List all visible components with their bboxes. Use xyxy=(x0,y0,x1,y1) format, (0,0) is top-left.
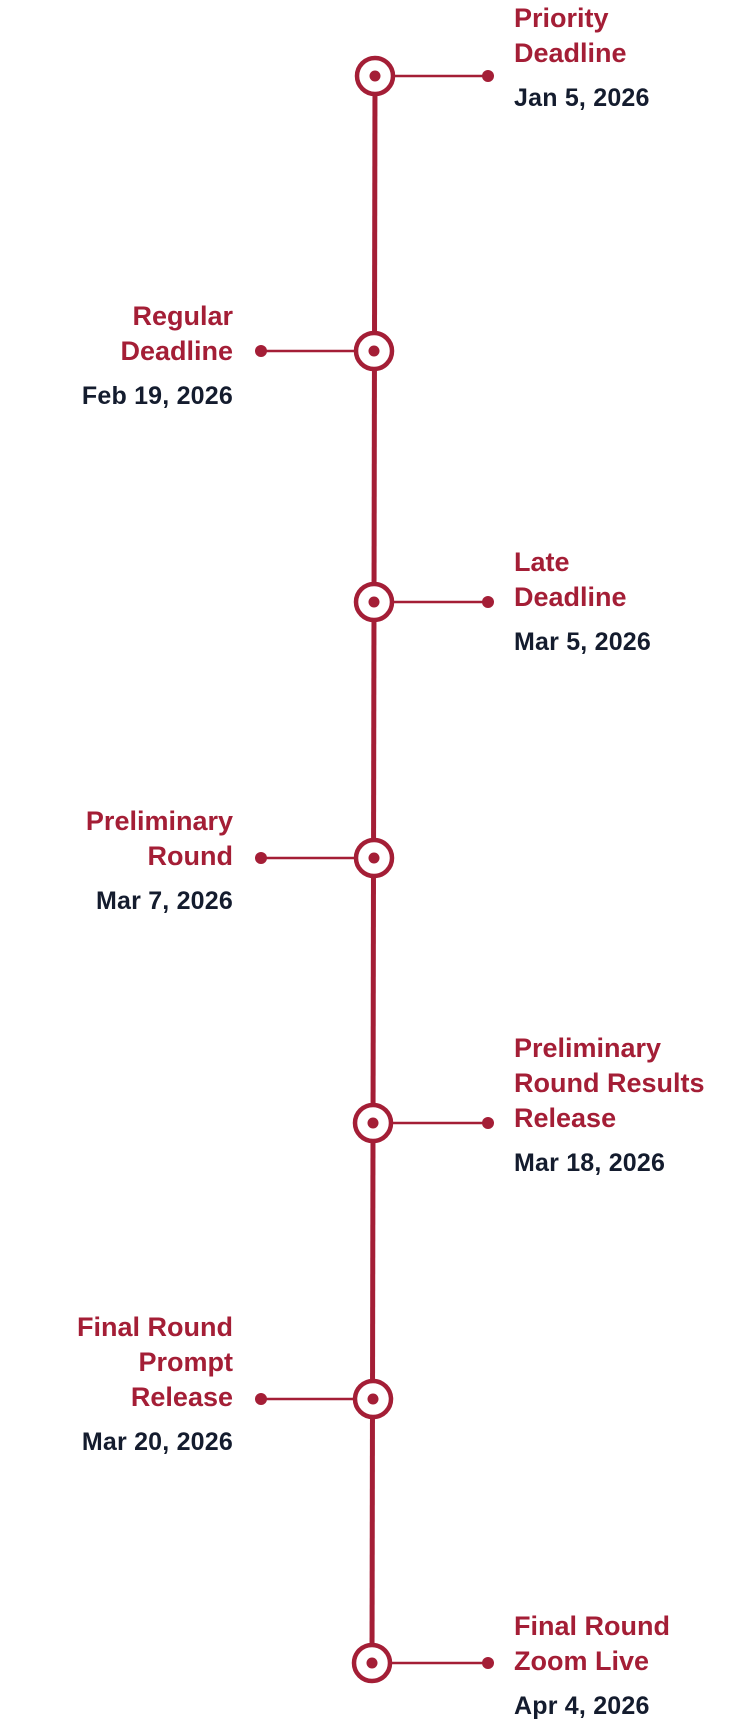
milestone-dot-icon xyxy=(367,1117,379,1129)
event-date: Mar 18, 2026 xyxy=(514,1149,666,1177)
milestone-dot-icon xyxy=(368,852,380,864)
connector-dot xyxy=(255,345,267,357)
event-date: Mar 7, 2026 xyxy=(95,887,233,915)
milestone-dot-icon xyxy=(366,1657,378,1669)
connector-dot xyxy=(482,596,494,608)
event-date: Mar 20, 2026 xyxy=(81,1428,233,1456)
connector-dot xyxy=(482,1657,494,1669)
connector-dot xyxy=(255,1393,267,1405)
connector-dot xyxy=(482,1117,494,1129)
milestone-dot-icon xyxy=(368,345,380,357)
event-date: Jan 5, 2026 xyxy=(514,84,650,112)
milestone-dot-icon xyxy=(368,596,380,608)
milestone-dot-icon xyxy=(369,70,381,82)
milestone-dot-icon xyxy=(367,1393,379,1405)
event-date: Apr 4, 2026 xyxy=(514,1692,650,1720)
event-date: Feb 19, 2026 xyxy=(81,382,233,410)
event-date: Mar 5, 2026 xyxy=(514,628,652,656)
connector-dot xyxy=(255,852,267,864)
connector-dot xyxy=(482,70,494,82)
